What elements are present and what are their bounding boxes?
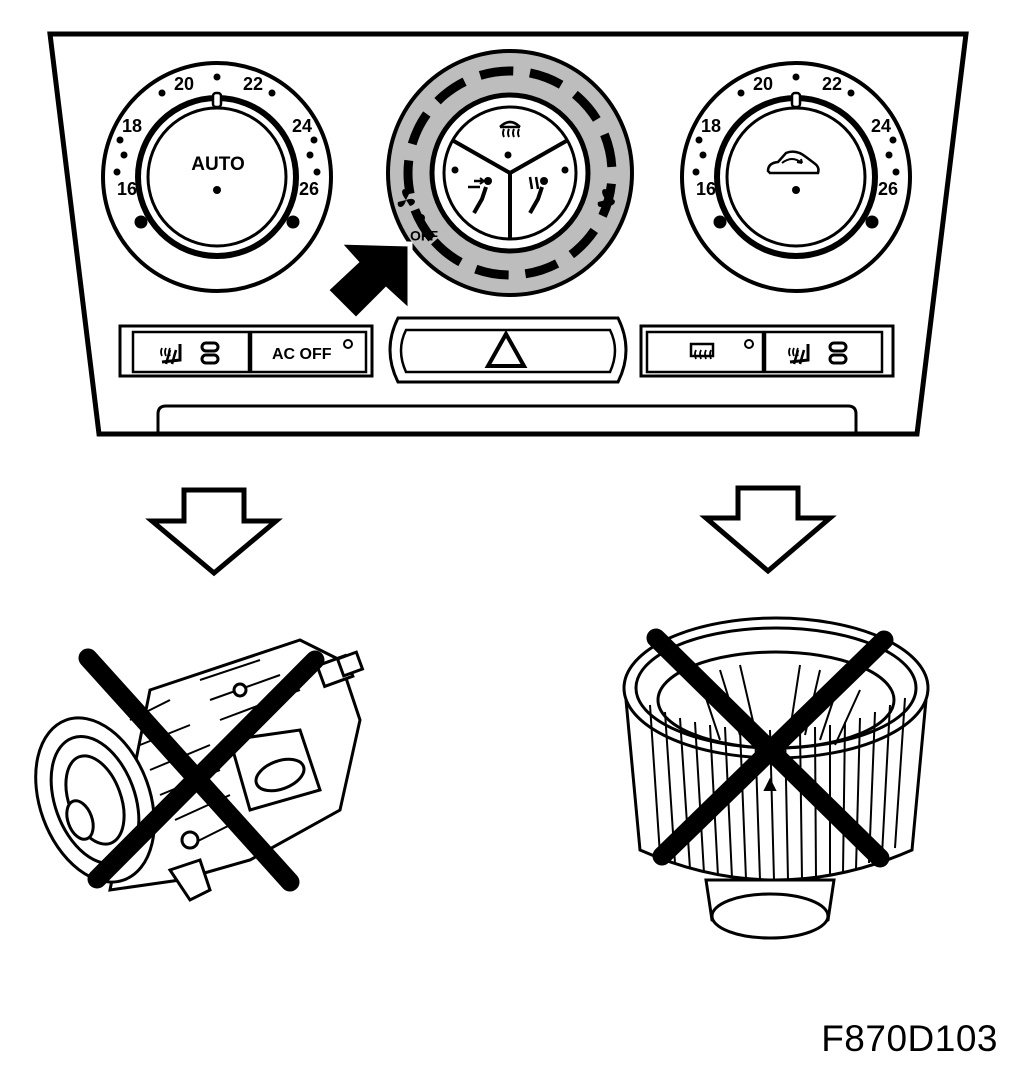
rear-defrost-button[interactable]: [645, 330, 765, 374]
seat-heater-icon: [160, 344, 182, 365]
temp-label-20: 20: [174, 74, 194, 94]
temp-label-24: 24: [871, 116, 891, 136]
down-arrow-right: [699, 485, 837, 575]
temp-label-18: 18: [701, 116, 721, 136]
seat-heater-right-button[interactable]: [763, 330, 884, 374]
temp-label-18: 18: [122, 116, 142, 136]
ac-compressor-illustration: [34, 638, 365, 902]
ac-off-button[interactable]: AC OFF: [249, 330, 368, 374]
led-indicator: [200, 341, 220, 365]
temp-label-24: 24: [292, 116, 312, 136]
auto-label: AUTO: [191, 154, 244, 175]
temp-label-16: 16: [117, 179, 137, 199]
seat-heater-left-button[interactable]: [131, 330, 251, 374]
temp-label-16: 16: [696, 179, 716, 199]
down-arrow-left: [145, 487, 283, 577]
off-label: OFF: [410, 228, 438, 244]
foot-vent-icon: [528, 176, 548, 214]
fan-speed-scale: [403, 66, 617, 280]
rear-window-defrost-icon: [689, 342, 715, 360]
temperature-dial-right[interactable]: 16 18 20 22 24 26: [680, 61, 912, 293]
scale-dots: [113, 73, 321, 229]
fan-high-icon: [597, 189, 615, 207]
seat-heater-icon: [788, 344, 810, 365]
face-vent-icon: [468, 177, 492, 214]
defrost-icon: [499, 120, 521, 138]
hazard-triangle-icon: [484, 329, 528, 368]
fan-low-icon: [397, 189, 415, 207]
led-indicator: [744, 339, 754, 349]
led-indicator: [828, 341, 848, 365]
temp-label-26: 26: [299, 179, 319, 199]
led-indicator: [343, 339, 353, 349]
ac-off-label: AC OFF: [272, 346, 332, 363]
scale-dots: [692, 73, 900, 229]
temp-label-20: 20: [753, 74, 773, 94]
hazard-button[interactable]: [388, 316, 628, 384]
recirculation-car-icon: [766, 150, 820, 175]
temp-label-22: 22: [243, 74, 263, 94]
temp-label-22: 22: [822, 74, 842, 94]
fan-speed-dial[interactable]: OFF: [366, 29, 653, 316]
button-row: AC OFF: [118, 316, 895, 384]
figure-code: F870D103: [821, 1018, 998, 1059]
blower-fan-illustration: [622, 616, 930, 940]
temp-label-26: 26: [878, 179, 898, 199]
temperature-dial-left[interactable]: AUTO 16 18 20 22 24 26: [101, 61, 333, 293]
pointer-arrow: [322, 239, 413, 324]
